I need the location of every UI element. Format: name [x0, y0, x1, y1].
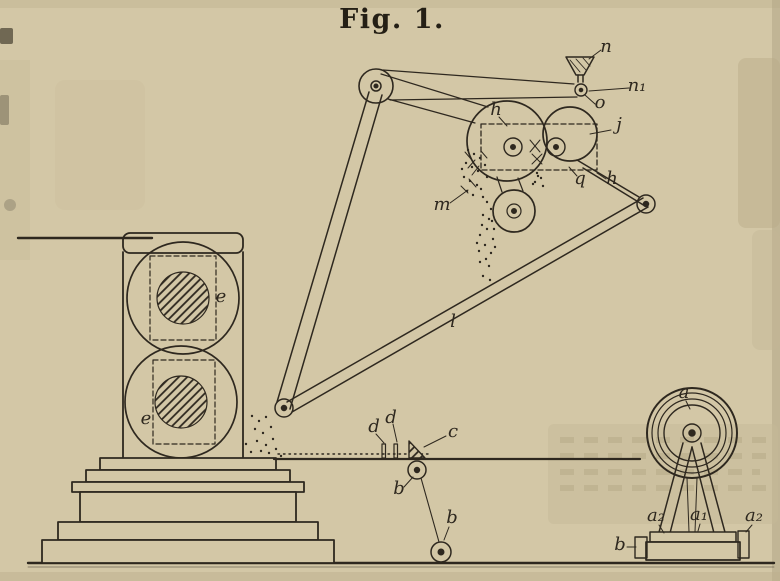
- label-o: o: [595, 92, 606, 113]
- label-l: l: [450, 311, 456, 332]
- winder-crossbar: [649, 531, 737, 543]
- winder-base: [645, 541, 741, 561]
- winder: [634, 387, 750, 561]
- box-scribble: [529, 139, 543, 165]
- floor-roller-b: [430, 541, 452, 563]
- winder-belt: [686, 477, 698, 533]
- box-roller-right: [546, 137, 566, 157]
- pulley-o: [574, 83, 588, 97]
- guide-roller-b: [407, 460, 427, 480]
- right-pivot: [636, 194, 656, 214]
- label-e-lower: e: [141, 408, 152, 429]
- winder-legs: [657, 442, 727, 538]
- drum-j: [542, 106, 598, 162]
- leader-lines: [375, 49, 753, 548]
- label-a2-left: a₂: [647, 505, 665, 526]
- label-a1: a₁: [690, 504, 708, 525]
- label-b-floor: b: [446, 507, 458, 528]
- scribble-strokes: [460, 150, 488, 194]
- press-machine: [16, 232, 335, 564]
- web-thread: [420, 477, 440, 543]
- bar-l-bottom: [291, 206, 649, 413]
- pin-d-left: [381, 443, 387, 459]
- lower-roller-guide: [152, 359, 216, 445]
- linkage: [274, 68, 656, 418]
- guide-parts: [381, 440, 452, 563]
- material-sprinkles: [244, 148, 545, 458]
- label-d-left: d: [368, 416, 380, 437]
- label-c: c: [448, 421, 458, 442]
- box-roller-left: [503, 137, 523, 157]
- top-pulley: [358, 68, 394, 104]
- bar-l-top: [286, 197, 644, 403]
- label-a: a: [679, 382, 690, 403]
- upper-roller-core: [156, 271, 210, 325]
- drum-scribble: [460, 148, 489, 199]
- falling-stream: [475, 200, 497, 282]
- press-pedestal: [41, 457, 335, 564]
- drive-belts: [380, 69, 578, 193]
- drawing: [16, 49, 776, 568]
- labels: Fig. 1. n n₁ o j h h q m l e e d d c b b…: [141, 4, 763, 555]
- wheel-a: [646, 387, 738, 479]
- label-n1: n₁: [628, 75, 647, 96]
- upper-roller-guide: [149, 255, 217, 341]
- press-cap: [122, 232, 244, 254]
- label-n: n: [600, 36, 612, 57]
- label-e-upper: e: [216, 286, 227, 307]
- lower-pulley-q: [492, 189, 536, 233]
- label-j: j: [612, 114, 622, 135]
- label-h-lower: h: [606, 168, 618, 189]
- lower-left-pivot: [274, 398, 294, 418]
- box-fall: [531, 171, 545, 188]
- label-b-right: b: [614, 534, 626, 555]
- blade-c: [408, 440, 426, 459]
- hopper-n: [565, 56, 595, 83]
- label-h-upper: h: [490, 99, 502, 120]
- figure-title: Fig. 1.: [339, 4, 445, 35]
- label-d-right: d: [385, 407, 397, 428]
- label-q: q: [574, 168, 586, 189]
- apron-table: [272, 453, 642, 461]
- nip-sprinkle: [244, 414, 283, 458]
- upper-roller: [126, 241, 240, 355]
- pin-d-right: [393, 443, 399, 459]
- feeder-mechanism: [466, 56, 598, 233]
- feeder-box: [480, 123, 598, 171]
- label-a2-right: a₂: [745, 505, 763, 526]
- winder-block-right: [737, 530, 750, 559]
- drum-h: [466, 100, 548, 182]
- lower-roller-core: [154, 375, 208, 429]
- label-m: m: [433, 194, 450, 215]
- label-b-guide: b: [393, 478, 405, 499]
